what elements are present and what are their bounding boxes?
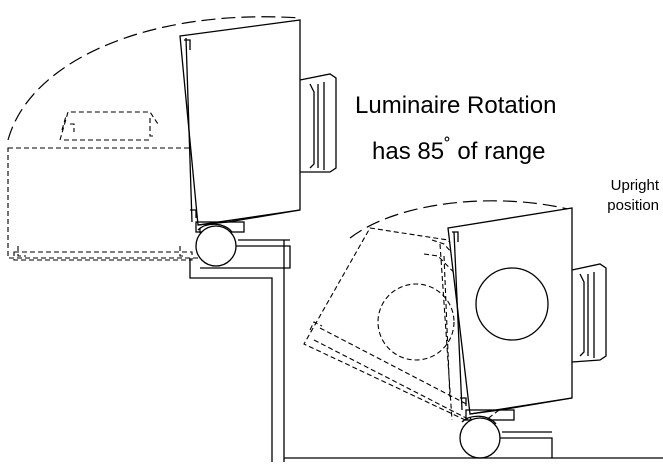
upright-label-line1: Upright: [610, 177, 659, 194]
rotation-annotation-line1: Luminaire Rotation: [355, 92, 557, 119]
degree-symbol: ˚: [444, 136, 451, 158]
left-hinge: [195, 221, 291, 269]
left-back-bracket: [299, 73, 337, 173]
left-rotated-luminaire-dashed: [7, 147, 201, 259]
right-rotation-sweep-arc: [349, 200, 573, 239]
upright-position-label: Upright position: [569, 176, 659, 216]
rotation-annotation-line2: has 85˚ of range: [372, 136, 545, 166]
range-text-prefix: has 85: [372, 138, 445, 165]
left-luminaire-body: [179, 19, 301, 226]
left-mounting-surface: [189, 240, 285, 462]
right-luminaire-body: [447, 207, 573, 415]
right-back-bracket: [571, 263, 607, 363]
range-text-suffix: of range: [450, 138, 546, 165]
right-hinge: [459, 409, 553, 459]
left-rotated-bracket-dashed: [59, 111, 159, 141]
left-rotation-sweep-arc: [7, 16, 301, 141]
left-luminaire-assembly: [7, 16, 337, 462]
upright-label-line2: position: [607, 197, 659, 214]
right-luminaire-circle: [475, 267, 549, 341]
right-luminaire-assembly: [284, 200, 663, 459]
